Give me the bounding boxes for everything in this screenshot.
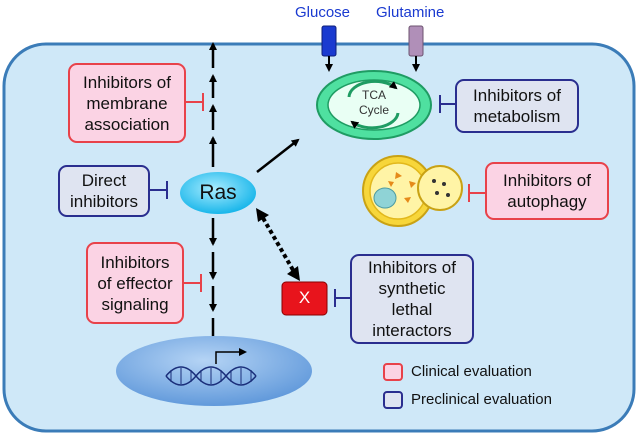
ras-node (180, 172, 256, 214)
inhibitors-synthetic-lethal-box: Inhibitors of synthetic lethal interacto… (350, 254, 474, 344)
ras-synthetic-lethal-arrow (256, 208, 300, 281)
dna-icon (165, 366, 257, 386)
ras-to-mitochondrion-arrow (256, 138, 300, 173)
autophagy-inhibition-bar (468, 184, 485, 202)
synthetic-lethal-target (281, 281, 328, 316)
inhibitors-metabolism-box: Inhibitors of metabolism (455, 79, 579, 133)
nucleus (116, 336, 312, 406)
direct-inhibitors-box: Direct inhibitors (58, 165, 150, 217)
legend-clinical-label: Clinical evaluation (411, 363, 532, 380)
mitochondrion (316, 70, 432, 140)
transcription-start-arrow (215, 348, 247, 364)
inhibitors-membrane-association-box: Inhibitors of membrane association (68, 63, 186, 143)
synthetic-lethal-target-label: X (298, 288, 311, 307)
metabolism-inhibition-bar (439, 95, 455, 113)
synthetic-lethal-inhibition-bar (334, 289, 350, 307)
legend-preclinical-label: Preclinical evaluation (411, 391, 552, 408)
glucose-label: Glucose (295, 4, 351, 21)
direct-inhibition-bar (150, 181, 168, 199)
tca-cycle-label: TCA Cycle (358, 88, 389, 117)
legend-preclinical-swatch (383, 391, 403, 409)
inhibition-bars (150, 93, 485, 307)
inhibitors-autophagy-box: Inhibitors of autophagy (485, 162, 609, 220)
ras-label: Ras (199, 181, 237, 204)
inhibitors-effector-signaling-box: Inhibitors of effector signaling (86, 242, 184, 324)
legend-clinical-swatch (383, 363, 403, 381)
glutamine-transporter (408, 25, 424, 57)
autophagosome-icon (362, 155, 463, 227)
effector-inhibition-bar (184, 274, 202, 292)
glucose-transporter (321, 25, 337, 57)
glutamine-label: Glutamine (376, 4, 445, 21)
membrane-inhibition-bar (186, 93, 204, 111)
